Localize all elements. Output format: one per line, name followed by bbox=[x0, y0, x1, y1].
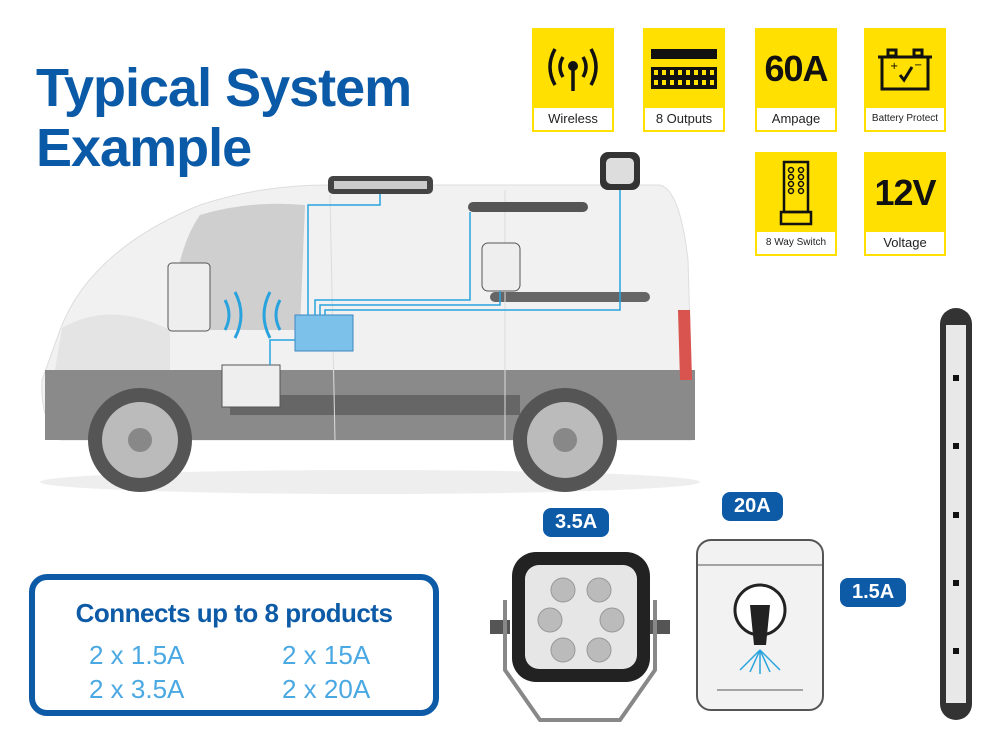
worklight-product bbox=[490, 552, 670, 722]
feature-battery-protect: +− Battery Protect bbox=[864, 28, 946, 132]
connects-heading: Connects up to 8 products bbox=[75, 598, 393, 628]
connects-info-box: Connects up to 8 products 2 x 1.5A 2 x 1… bbox=[29, 574, 439, 716]
svg-text:+: + bbox=[890, 61, 898, 72]
feature-outputs: 8 Outputs bbox=[643, 28, 725, 132]
connects-item: 2 x 15A bbox=[282, 640, 371, 670]
feature-ampage: 60A Ampage bbox=[755, 28, 837, 132]
feature-voltage: 12V Voltage bbox=[864, 152, 946, 256]
battery-icon: +− bbox=[866, 30, 944, 108]
feature-8-way-switch: 8 Way Switch bbox=[755, 152, 837, 256]
scene-light-amp-badge: 20A bbox=[722, 492, 783, 521]
strip-light-product bbox=[940, 308, 972, 720]
svg-text:−: − bbox=[914, 60, 922, 71]
voltage-value: 12V bbox=[874, 172, 936, 213]
ampage-value: 60A bbox=[764, 48, 828, 89]
outputs-icon bbox=[645, 30, 723, 108]
page-title: Typical System Example bbox=[36, 58, 412, 178]
connects-item: 2 x 3.5A bbox=[89, 674, 185, 704]
scene-light-product bbox=[696, 539, 824, 711]
feature-wireless: Wireless bbox=[532, 28, 614, 132]
wireless-antenna-icon bbox=[534, 30, 612, 108]
connects-item: 2 x 1.5A bbox=[89, 640, 185, 670]
strip-light-amp-badge: 1.5A bbox=[840, 578, 907, 607]
worklight-amp-badge: 3.5A bbox=[543, 508, 610, 537]
connects-item: 2 x 20A bbox=[282, 674, 371, 704]
switch-panel-icon bbox=[757, 154, 835, 232]
